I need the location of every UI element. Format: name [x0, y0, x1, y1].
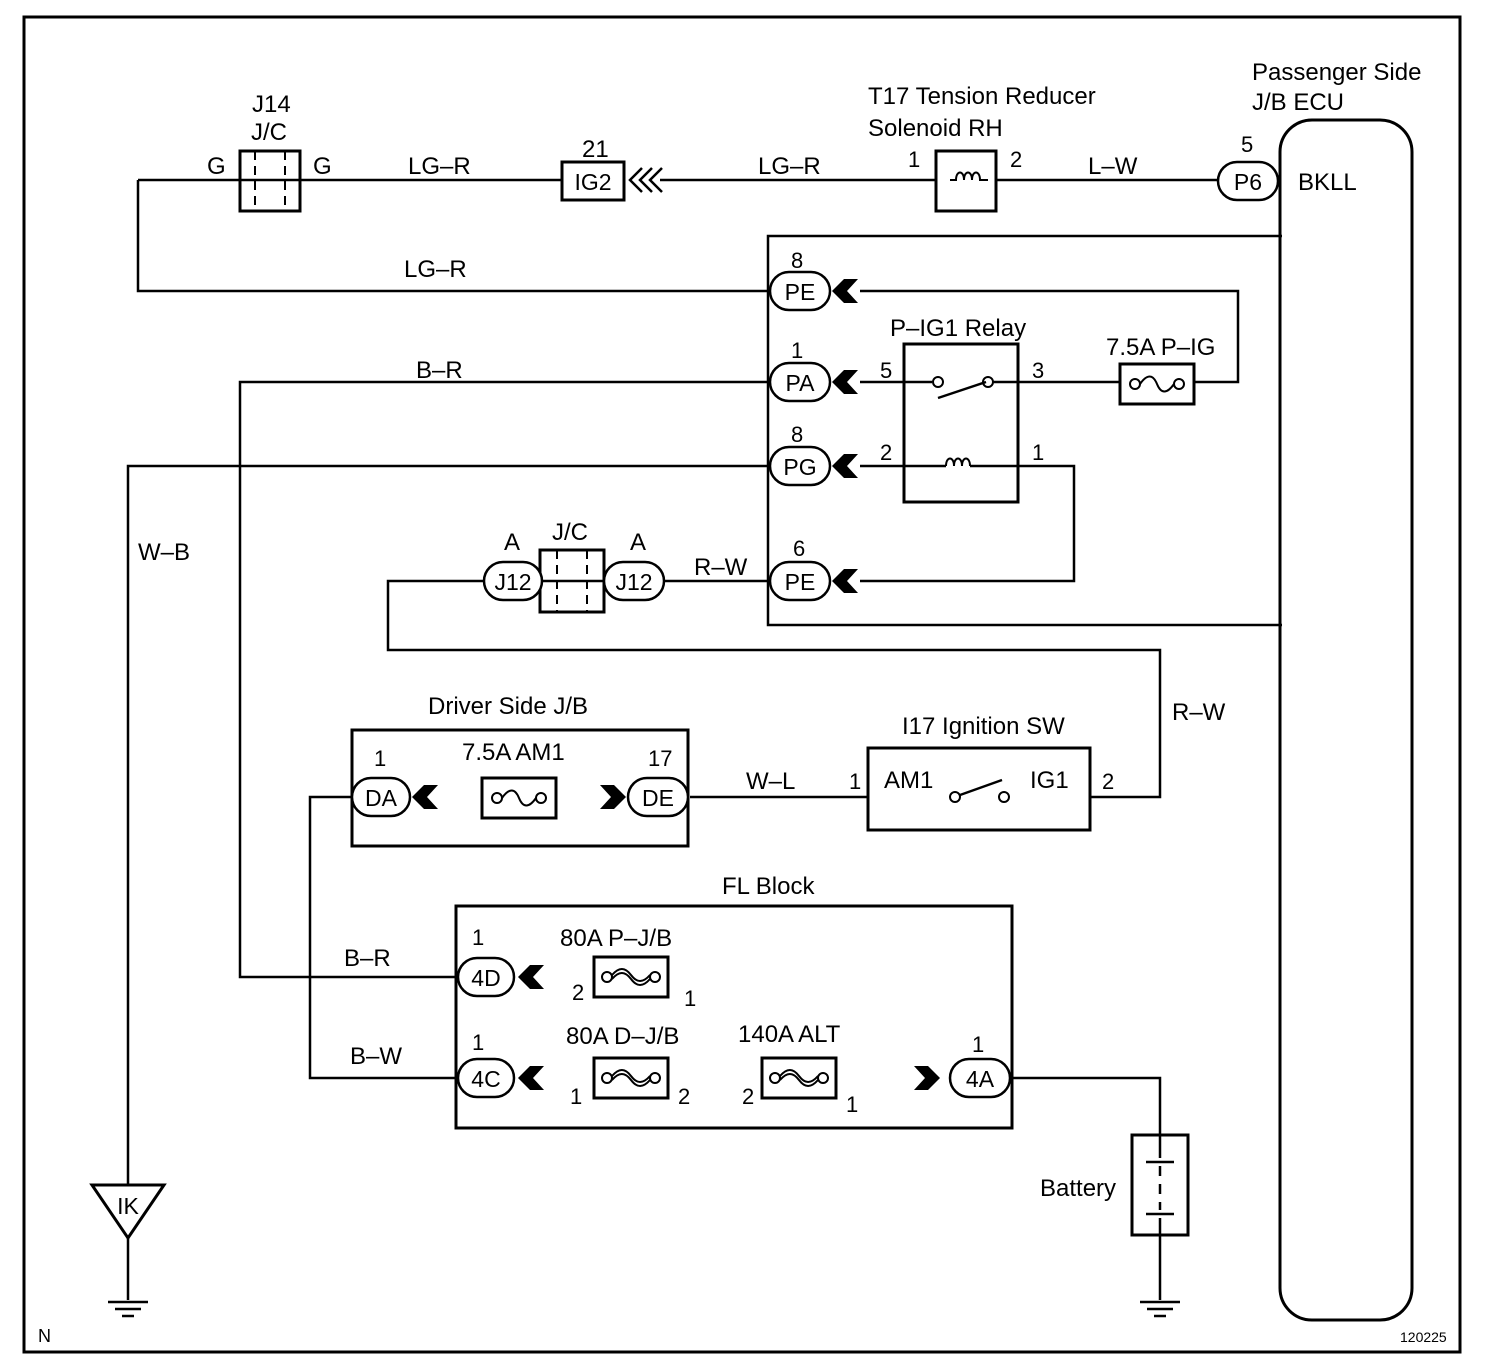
solenoid-title-line-1: T17 Tension Reducer	[868, 83, 1096, 110]
pe-top-label: PE	[785, 279, 816, 305]
tension-reducer-solenoid: T17 Tension Reducer Solenoid RH 1 2	[868, 83, 1096, 213]
wire-color-g-left: G	[207, 153, 226, 180]
fuse-pjb-pin-1: 1	[684, 986, 696, 1011]
driver-jb-title: Driver Side J/B	[428, 693, 588, 720]
pig1-relay: P–IG1 Relay 5 3 2 1	[880, 315, 1044, 504]
pe-bottom-label: PE	[785, 569, 816, 595]
wire-color-bw: B–W	[350, 1043, 402, 1070]
wire-color-br-2: B–R	[344, 945, 391, 972]
fl-block-title: FL Block	[722, 873, 815, 900]
pe-top-pin: 8	[791, 248, 803, 273]
ecu-title-line-1: Passenger Side	[1252, 59, 1421, 86]
pe-bottom-pin: 6	[793, 536, 805, 561]
ground-point-ik: IK	[89, 1183, 167, 1241]
fl-block: FL Block 1 4D 80A P–J/B 2 1 1 4C 80A D–J…	[454, 873, 1014, 1130]
fuse-djb-pin-1: 1	[570, 1084, 582, 1109]
ecu-title-line-2: J/B ECU	[1252, 89, 1344, 116]
fuse-djb-pin-2: 2	[678, 1084, 690, 1109]
da-label: DA	[365, 785, 398, 811]
j12-right-terminal: A	[630, 529, 646, 556]
ignition-am1-terminal: AM1	[884, 767, 933, 794]
wire-color-wb: W–B	[138, 539, 190, 566]
fuse-pig: 7.5A P–IG	[1106, 334, 1215, 406]
battery-label: Battery	[1040, 1175, 1116, 1202]
pa-pin: 1	[791, 338, 803, 363]
p6-pin: 5	[1241, 132, 1253, 157]
pg-label: PG	[783, 454, 816, 480]
wire-color-g-right: G	[313, 153, 332, 180]
relay-pin-5: 5	[880, 358, 892, 383]
c4c-label: 4C	[471, 1066, 500, 1092]
connector-p6: 5 P6	[1216, 132, 1280, 202]
figure-id: 120225	[1400, 1329, 1447, 1345]
wire-color-rw-2: R–W	[1172, 699, 1226, 726]
relay-title: P–IG1 Relay	[890, 315, 1026, 342]
fuse-pjb-pin-2: 2	[572, 980, 584, 1005]
connector-pe-bottom: 6 PE	[768, 536, 858, 602]
ig2-label: IG2	[574, 169, 611, 195]
ignition-switch-title: I17 Ignition SW	[902, 713, 1065, 740]
c4d-label: 4D	[471, 965, 500, 991]
driver-side-jb: Driver Side J/B 1 DA 7.5A AM1 17 DE	[350, 693, 690, 848]
pg-pin: 8	[791, 422, 803, 447]
fuse-pig-label: 7.5A P–IG	[1106, 334, 1215, 361]
wire-color-lw: L–W	[1088, 153, 1138, 180]
c4a-label: 4A	[966, 1066, 995, 1092]
c4a-pin: 1	[972, 1032, 984, 1057]
fuse-pjb-label: 80A P–J/B	[560, 925, 672, 952]
j14-sub-title: J/C	[251, 119, 287, 146]
battery: Battery	[1040, 1133, 1190, 1237]
solenoid-title-line-2: Solenoid RH	[868, 115, 1003, 142]
wire-color-br-1: B–R	[416, 357, 463, 384]
connector-ig2: 21 IG2	[560, 136, 663, 202]
connector-pa: 1 PA	[768, 338, 858, 403]
de-label: DE	[642, 785, 674, 811]
fuse-alt-label: 140A ALT	[738, 1021, 841, 1048]
da-pin: 1	[374, 746, 386, 771]
p6-label: P6	[1234, 169, 1262, 195]
wire-color-lgr-1: LG–R	[408, 153, 471, 180]
j14-title: J14	[252, 91, 291, 118]
fuse-djb-label: 80A D–J/B	[566, 1023, 679, 1050]
relay-pin-1: 1	[1032, 440, 1044, 465]
j12-left-label: J12	[494, 569, 531, 595]
wire-color-rw-1: R–W	[694, 554, 748, 581]
ignition-pin-2: 2	[1102, 769, 1114, 794]
relay-pin-3: 3	[1032, 358, 1044, 383]
ignition-ig1-terminal: IG1	[1030, 767, 1069, 794]
wire-color-lgr-3: LG–R	[404, 256, 467, 283]
ignition-pin-1: 1	[849, 769, 861, 794]
c4c-pin: 1	[472, 1030, 484, 1055]
jc-title: J/C	[552, 519, 588, 546]
c4d-pin: 1	[472, 925, 484, 950]
connector-pe-top: 8 PE	[768, 248, 858, 312]
connector-pg: 8 PG	[768, 422, 858, 487]
corner-mark: N	[38, 1326, 51, 1346]
ig2-pin: 21	[582, 136, 609, 163]
ecu-terminal-bkll: BKLL	[1298, 169, 1357, 196]
jc-j12-junction: J/C A A J12 J12	[482, 519, 666, 614]
fuse-alt-pin-2: 2	[742, 1084, 754, 1109]
solenoid-pin-1: 1	[908, 147, 920, 172]
fuse-alt-pin-1: 1	[846, 1092, 858, 1117]
ignition-switch: I17 Ignition SW AM1 IG1 1 2	[849, 713, 1114, 832]
passenger-jb-ecu: Passenger Side J/B ECU BKLL	[766, 59, 1421, 1322]
solenoid-pin-2: 2	[1010, 147, 1022, 172]
de-pin: 17	[648, 746, 672, 771]
j12-right-label: J12	[615, 569, 652, 595]
j12-left-terminal: A	[504, 529, 520, 556]
fuse-am1-label: 7.5A AM1	[462, 739, 565, 766]
wire-color-lgr-2: LG–R	[758, 153, 821, 180]
wire-color-wl: W–L	[746, 768, 795, 795]
ground-ik-label: IK	[117, 1193, 139, 1219]
relay-pin-2: 2	[880, 440, 892, 465]
j14-junction-connector: J14 J/C G G	[207, 91, 332, 213]
pa-label: PA	[786, 370, 816, 396]
